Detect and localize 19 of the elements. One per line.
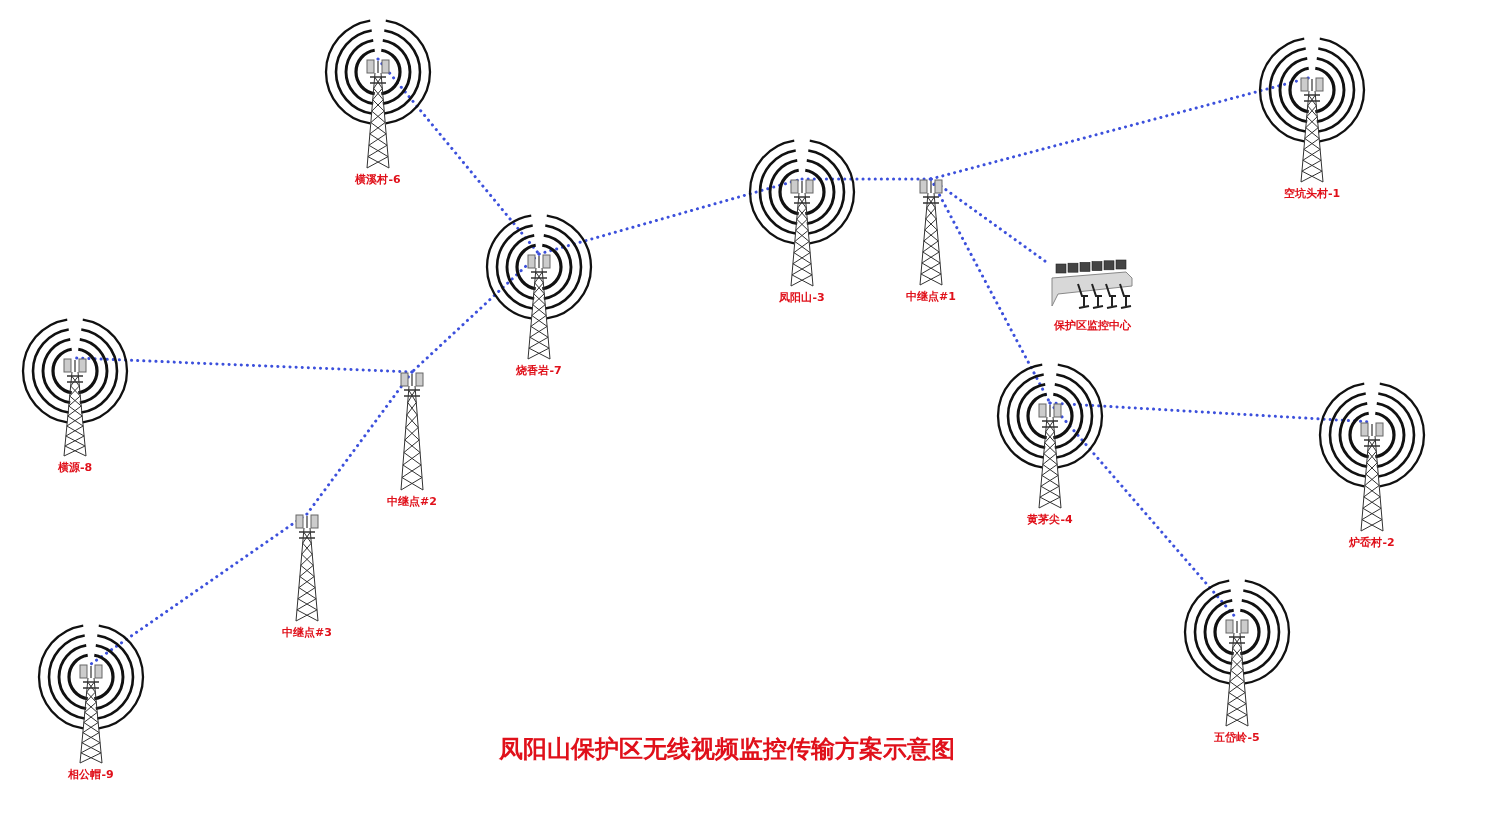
tower-label: 中继点#2 <box>387 495 437 508</box>
tower-label: 横溪村-6 <box>355 173 401 186</box>
tower-label: 中继点#3 <box>282 626 332 639</box>
tower-label: 炉岙村-2 <box>1349 536 1395 549</box>
dotted-link <box>929 177 1048 264</box>
tower-label: 空坑头村-1 <box>1283 187 1341 200</box>
tower-label: 相公帽-9 <box>68 768 114 781</box>
center-label: 保护区监控中心 <box>1053 319 1131 332</box>
dotted-link <box>89 512 309 666</box>
tower-label: 黄茅尖-4 <box>1027 513 1073 526</box>
tower-label: 横源-8 <box>57 461 93 474</box>
dotted-link <box>800 177 933 181</box>
tower-label: 凤阳山-3 <box>779 291 825 304</box>
dotted-link <box>410 252 541 374</box>
tower-label: 五岱岭-5 <box>1214 731 1260 744</box>
tower-label: 中继点#1 <box>906 290 956 303</box>
diagram-title: 凤阳山保护区无线视频监控传输方案示意图 <box>499 734 955 765</box>
dotted-link <box>376 57 541 256</box>
tower-label: 烧香岩-7 <box>516 364 562 377</box>
